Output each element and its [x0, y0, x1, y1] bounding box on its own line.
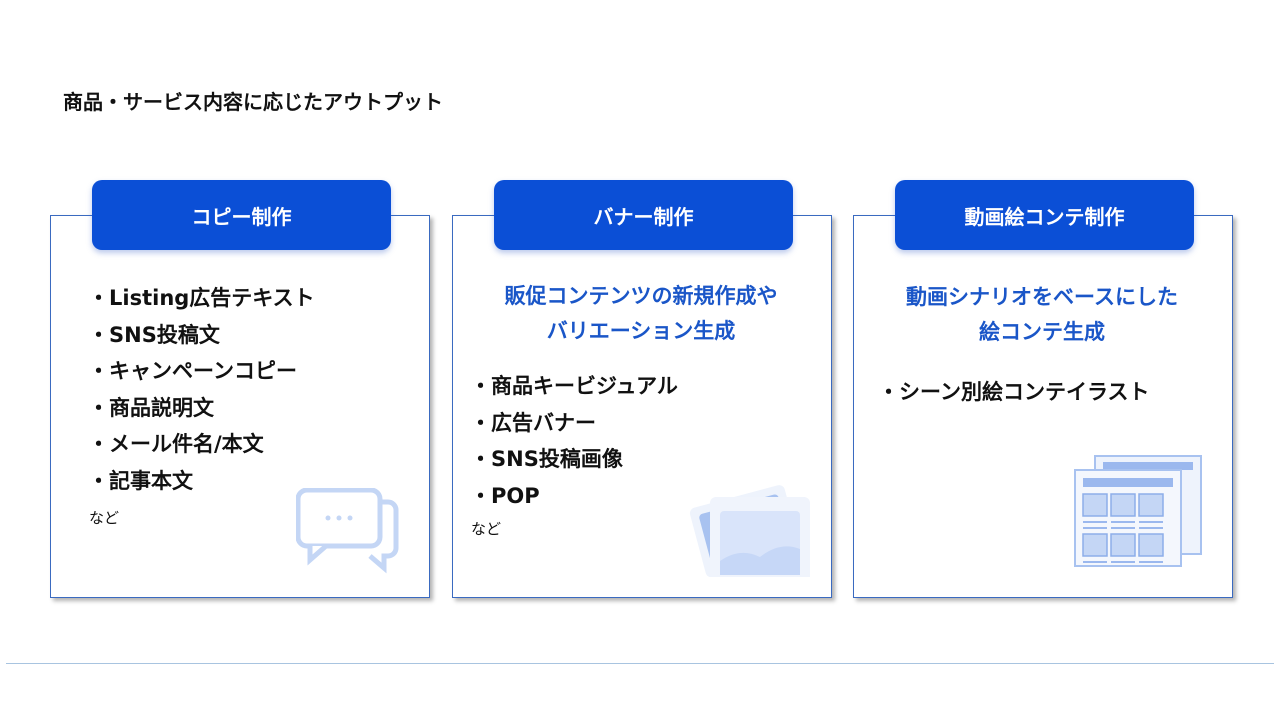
list-item: ・広告バナー [470, 410, 596, 435]
banner-list: ・商品キービジュアル ・広告バナー ・SNS投稿画像 ・POP [470, 368, 678, 514]
list-item: ・SNS投稿画像 [470, 447, 623, 472]
page-title: 商品・サービス内容に応じたアウトプット [63, 90, 443, 114]
copy-list: ・Listing広告テキスト ・SNS投稿文 ・キャンペーンコピー ・商品説明文… [88, 280, 315, 500]
list-item: ・Listing広告テキスト [88, 286, 315, 310]
subtitle-line: 絵コンテ生成 [979, 320, 1105, 344]
etc-note: など [89, 509, 120, 527]
card-copy-heading: コピー制作 [92, 180, 391, 250]
list-item: ・記事本文 [88, 468, 193, 493]
list-item: ・POP [470, 483, 540, 508]
subtitle-line: バリエーション生成 [546, 319, 736, 343]
etc-note: など [471, 520, 502, 538]
chat-bubbles-icon [296, 488, 399, 574]
storyboard-sheets-icon [1074, 455, 1202, 567]
storyboard-list: ・シーン別絵コンテイラスト [878, 374, 1150, 411]
card-banner-heading: バナー制作 [494, 180, 793, 250]
list-item: ・シーン別絵コンテイラスト [878, 380, 1150, 404]
footer-divider [6, 663, 1274, 664]
list-item: ・メール件名/本文 [88, 432, 264, 457]
subtitle-line: 動画シナリオをベースにした [906, 285, 1178, 309]
banner-subtitle: 販促コンテンツの新規作成や バリエーション生成 [452, 279, 830, 349]
list-item: ・商品説明文 [88, 395, 214, 420]
subtitle-line: 販促コンテンツの新規作成や [504, 284, 778, 308]
list-item: ・商品キービジュアル [470, 374, 678, 398]
list-item: ・キャンペーンコピー [88, 359, 297, 384]
storyboard-subtitle: 動画シナリオをベースにした 絵コンテ生成 [853, 280, 1231, 350]
list-item: ・SNS投稿文 [88, 322, 220, 347]
image-photos-icon [689, 485, 810, 577]
card-storyboard-heading: 動画絵コンテ制作 [895, 180, 1194, 250]
